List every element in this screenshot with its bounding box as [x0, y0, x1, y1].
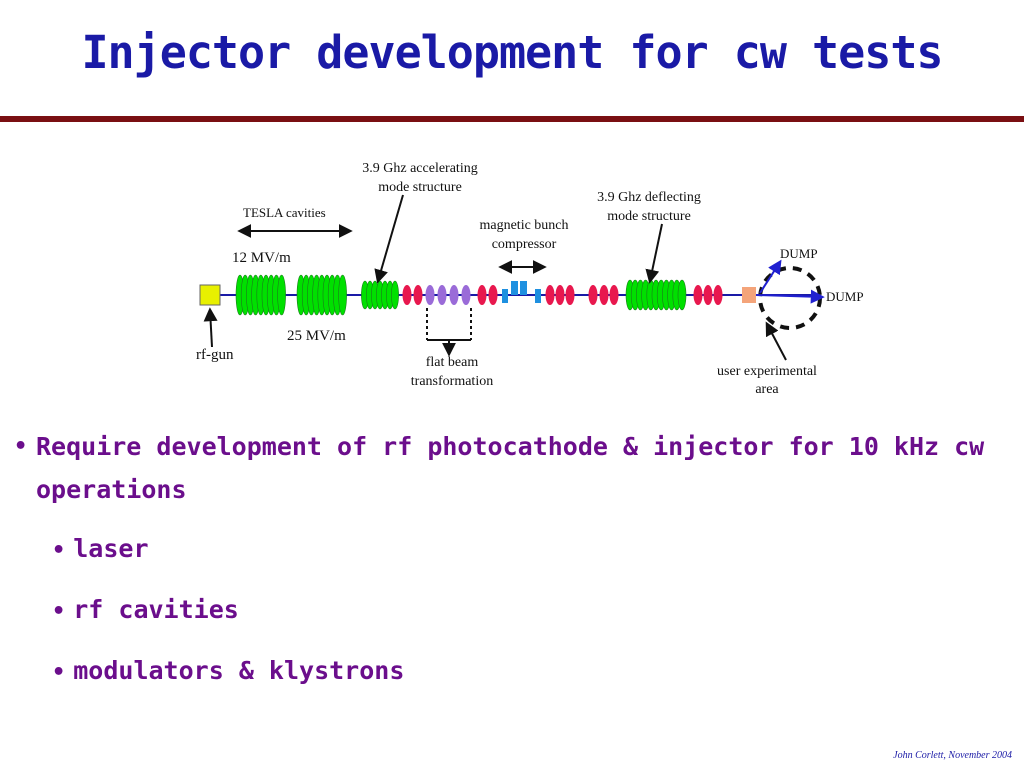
quadrupole	[488, 285, 498, 305]
cavity-cell	[677, 279, 687, 311]
quadrupole	[693, 285, 703, 305]
bullet-sub-text: rf cavities	[73, 595, 239, 624]
bunch-compressor-magnets	[502, 281, 541, 303]
rf-gun-block	[199, 284, 221, 306]
bullet-dot: •	[14, 434, 28, 459]
accel-structure-label-1: 3.9 Ghz accelerating	[362, 161, 477, 176]
deflecting-label-2: mode structure	[607, 209, 691, 224]
user-area-circle	[758, 266, 822, 330]
rf-gun-label: rf-gun	[196, 347, 234, 363]
user-area-label-2: area	[755, 382, 779, 397]
beamline-diagram: 3.9 Ghz accelerating mode structure TESL…	[196, 161, 864, 397]
bullet-dot: •	[52, 538, 66, 563]
compressor-label-2: compressor	[492, 237, 557, 252]
cavity-cell	[277, 274, 286, 316]
slide-title: Injector development for cw tests	[81, 26, 943, 79]
footer-credit: John Corlett, November 2004	[893, 750, 1012, 761]
quadrupole	[588, 285, 598, 305]
quadrupole	[425, 285, 435, 305]
bullet-sub-rf-cavities: • rf cavities	[52, 588, 239, 633]
dump-upper-beam	[759, 259, 782, 294]
tesla-cavity-1	[235, 274, 286, 316]
dipole-magnet	[511, 281, 518, 295]
bullet-sub-laser: • laser	[52, 527, 149, 572]
bullet-sub-text: laser	[73, 534, 149, 563]
user-area-arrow	[765, 321, 787, 361]
gradient-25-label: 25 MV/m	[287, 328, 346, 344]
dump-right-label: DUMP	[826, 289, 864, 304]
accel-structure-arrow	[374, 194, 404, 284]
dump-right-beam	[755, 289, 825, 304]
bullet-dot: •	[52, 660, 66, 685]
cavity-cell	[391, 280, 399, 310]
rf-gun-arrow	[203, 307, 218, 348]
tesla-cavities-label: TESLA cavities	[243, 205, 326, 220]
quadrupole-group	[402, 285, 723, 305]
quadrupole	[477, 285, 487, 305]
deflecting-structure-arrow	[645, 223, 663, 284]
bullet-sub-text: modulators & klystrons	[73, 656, 405, 685]
quadrupole	[555, 285, 565, 305]
deflecting-mode-structure	[625, 279, 687, 311]
accelerating-mode-structure	[361, 280, 399, 310]
quadrupole	[545, 285, 555, 305]
gradient-12-label: 12 MV/m	[232, 250, 291, 266]
bullet-main: • Require development of rf photocathode…	[14, 425, 1014, 511]
quadrupole	[461, 285, 471, 305]
title-divider	[0, 116, 1024, 122]
quadrupole	[449, 285, 459, 305]
quadrupole	[565, 285, 575, 305]
flat-beam-label-1: flat beam	[426, 355, 479, 370]
accel-structure-label-2: mode structure	[378, 180, 462, 195]
dump-upper-label: DUMP	[780, 246, 818, 261]
target-block	[742, 287, 756, 303]
tesla-cavity-2	[296, 274, 347, 316]
quadrupole	[713, 285, 723, 305]
flat-beam-bracket	[426, 308, 472, 340]
deflecting-label-1: 3.9 Ghz deflecting	[597, 190, 701, 205]
compressor-label-1: magnetic bunch	[479, 218, 568, 233]
bullet-main-text: Require development of rf photocathode &…	[36, 432, 985, 504]
quadrupole	[437, 285, 447, 305]
cavity-cell	[338, 274, 347, 316]
dipole-magnet	[520, 281, 527, 295]
user-area-label-1: user experimental	[717, 364, 817, 379]
quadrupole	[609, 285, 619, 305]
flat-beam-label-2: transformation	[411, 374, 493, 389]
bullet-dot: •	[52, 599, 66, 624]
quadrupole	[413, 285, 423, 305]
dipole-magnet	[535, 289, 541, 303]
quadrupole	[599, 285, 609, 305]
bullet-sub-modulators: • modulators & klystrons	[52, 649, 404, 694]
quadrupole	[703, 285, 713, 305]
quadrupole	[402, 285, 412, 305]
dipole-magnet	[502, 289, 508, 303]
